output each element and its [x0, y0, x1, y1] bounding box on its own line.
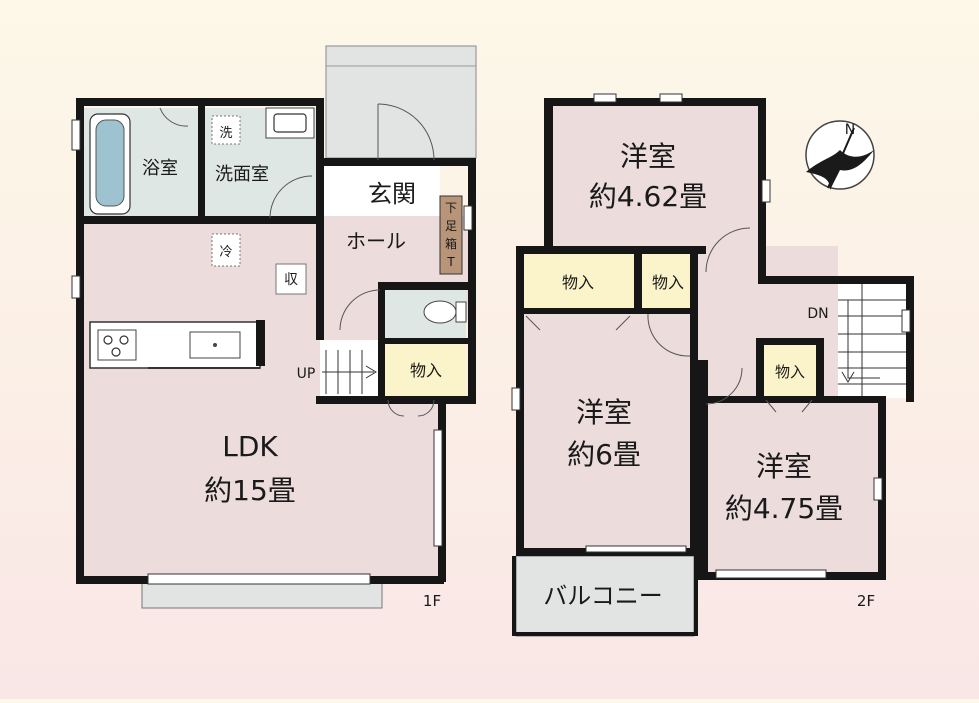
label-bath: 浴室 — [142, 158, 178, 179]
label-shoe-1: 下 — [445, 201, 457, 215]
porch-area — [325, 45, 477, 159]
entrance-area — [320, 166, 440, 216]
fridge-space — [211, 233, 241, 267]
washbasin — [265, 107, 315, 139]
label-fridge: 冷 — [219, 245, 232, 260]
shoe-box — [439, 195, 463, 275]
label-shoe-3: 箱 — [445, 236, 457, 251]
label-balcony: バルコニー — [543, 582, 663, 610]
floor-1: 浴室 洗面室 洗 冷 収 玄関 ホール 下 足 箱 T 物入 UP LDK 約1… — [71, 45, 477, 610]
label-west-a-size: 約4.62畳 — [589, 180, 707, 213]
storage-1f — [384, 344, 466, 396]
balcony — [515, 555, 695, 637]
label-shu: 収 — [284, 272, 298, 288]
closet-2f-b — [642, 254, 692, 310]
cooktop — [97, 329, 137, 361]
label-west-b-size: 約6畳 — [567, 438, 641, 471]
toilet-bowl — [423, 300, 457, 324]
closet-2f-c — [764, 344, 816, 396]
label-ldk: LDK — [222, 430, 278, 463]
label-2f: 2F — [857, 592, 875, 610]
label-shoe-4: T — [446, 255, 455, 269]
label-ldk-size: 約15畳 — [204, 474, 296, 507]
label-closet-b: 物入 — [652, 273, 684, 292]
room-west-c — [706, 396, 878, 572]
label-west-b: 洋室 — [576, 396, 632, 429]
stairs-1f — [320, 340, 378, 398]
deck-strip — [141, 581, 383, 609]
label-hall: ホール — [346, 229, 406, 253]
room-west-a — [552, 106, 758, 246]
stairs-1f-steps — [322, 350, 377, 394]
label-1f: 1F — [423, 592, 441, 610]
compass-north-label: N — [845, 122, 855, 138]
floor-2: 洋室 約4.62畳 洋室 約6畳 洋室 約4.75畳 物入 物入 物入 バルコニ… — [511, 93, 914, 637]
label-closet-c: 物入 — [775, 363, 805, 381]
label-west-c: 洋室 — [756, 450, 812, 483]
label-washer: 洗 — [219, 126, 232, 141]
label-dn: DN — [807, 306, 828, 322]
label-west-c-size: 約4.75畳 — [725, 492, 843, 525]
label-washroom: 洗面室 — [215, 164, 269, 185]
compass-icon: N — [805, 120, 875, 190]
label-shoe-2: 足 — [445, 219, 457, 233]
closet-2f-a — [524, 254, 634, 310]
label-up: UP — [297, 366, 316, 382]
washer-space — [211, 115, 241, 145]
label-storage-1f: 物入 — [410, 361, 442, 380]
stairs-2f-steps — [838, 284, 906, 396]
label-entrance: 玄関 — [368, 180, 416, 208]
room-west-b — [524, 312, 690, 552]
shu-storage — [275, 263, 307, 295]
bathtub-water — [95, 119, 125, 207]
label-west-a: 洋室 — [620, 140, 676, 173]
label-closet-a: 物入 — [562, 273, 594, 292]
